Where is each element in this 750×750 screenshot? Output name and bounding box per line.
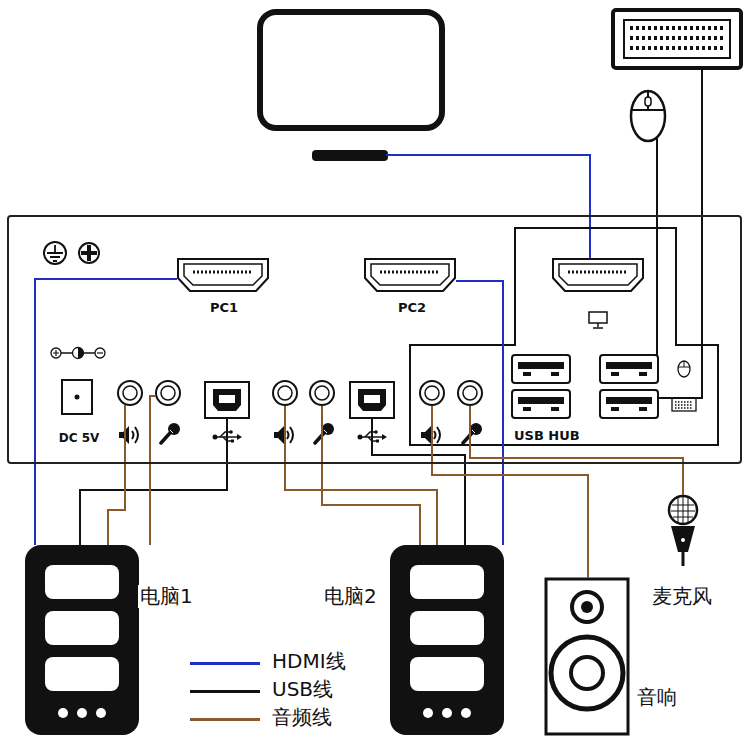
cable [470, 406, 683, 495]
kvm-switch-box: PC1 PC2 DC 5V USB HUB [7, 215, 742, 464]
cable [322, 406, 420, 545]
legend-text: HDMI线 [270, 650, 348, 673]
legend-text: USB线 [270, 678, 335, 701]
cable [35, 279, 177, 545]
legend-swatch [190, 662, 260, 665]
cable [150, 396, 156, 545]
cable [432, 406, 588, 578]
node-label: 音响 [635, 686, 679, 709]
cable [80, 419, 227, 545]
node-label: DC 5V [57, 432, 102, 446]
node-label: 电脑2 [322, 585, 379, 608]
node-label: PC1 [208, 301, 240, 316]
speaker: 音响 [545, 578, 697, 735]
legend-swatch [190, 690, 260, 693]
cable [285, 406, 437, 545]
node-label: PC2 [396, 301, 428, 316]
cable [456, 281, 503, 545]
microphone: 麦克风 [636, 495, 728, 615]
legend-swatch [190, 718, 260, 721]
legend-text: 音频线 [270, 706, 334, 729]
node-label: 电脑1 [138, 585, 195, 608]
cable [108, 405, 125, 545]
computer-2: 电脑2 [320, 545, 504, 735]
computer-1: 电脑1 [25, 545, 215, 735]
node-label: 麦克风 [650, 585, 714, 608]
cable [372, 419, 465, 545]
node-label: USB HUB [512, 429, 582, 444]
